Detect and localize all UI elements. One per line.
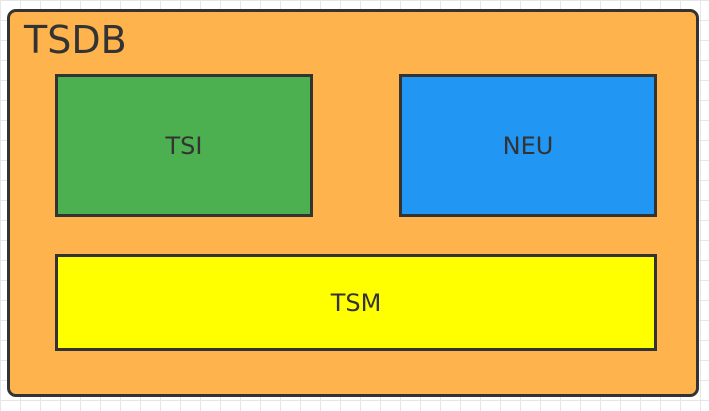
tsi-label: TSI <box>165 131 203 160</box>
tsm-label: TSM <box>330 288 382 317</box>
tsm-box: TSM <box>55 254 657 351</box>
tsi-box: TSI <box>55 74 313 217</box>
neu-box: NEU <box>399 74 657 217</box>
tsdb-label: TSDB <box>24 18 127 62</box>
neu-label: NEU <box>502 131 554 160</box>
